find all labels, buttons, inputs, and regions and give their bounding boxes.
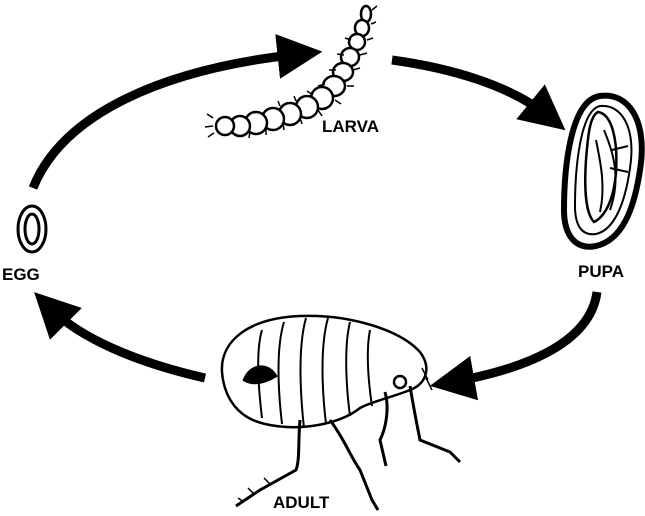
egg-label: EGG [2, 266, 40, 283]
pupa-label: PUPA [578, 263, 624, 280]
egg-illustration [18, 206, 46, 252]
arrow-adult-to-egg [50, 308, 205, 378]
larva-label: LARVA [322, 118, 379, 135]
adult-label: ADULT [273, 494, 329, 511]
arrow-pupa-to-adult [452, 292, 597, 382]
adult-flea-illustration [222, 316, 460, 510]
pupa-illustration [564, 96, 642, 247]
arrow-larva-to-pupa [392, 60, 548, 116]
